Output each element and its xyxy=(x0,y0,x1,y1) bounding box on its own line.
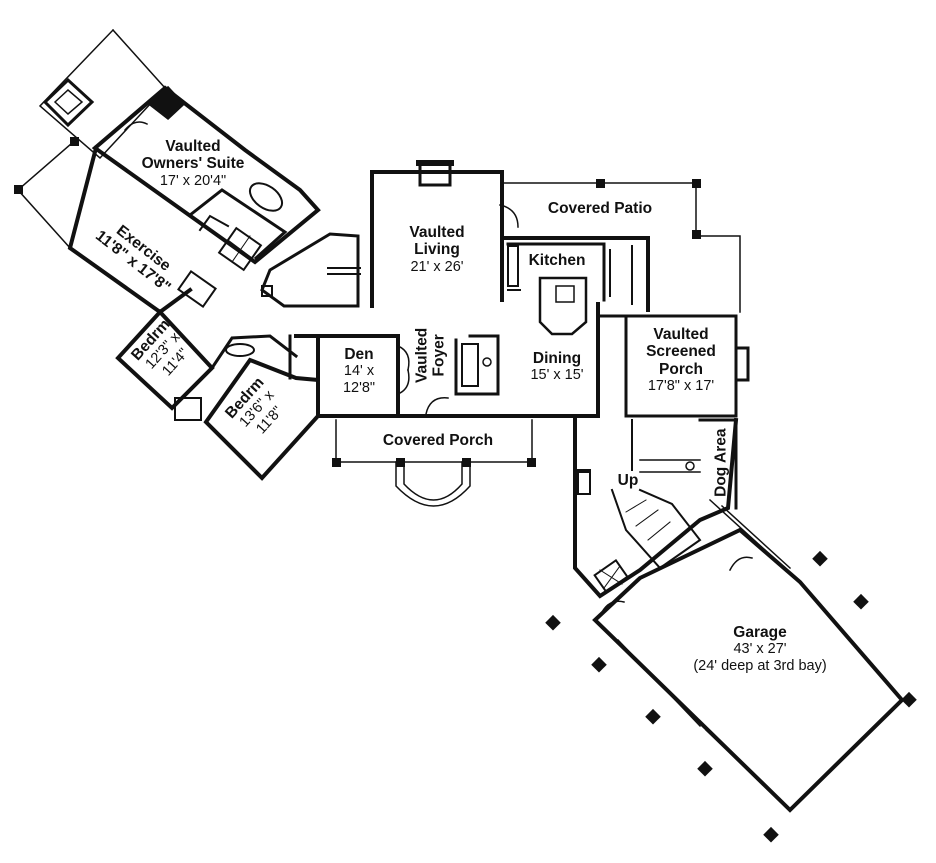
living-label: Vaulted Living 21' x 26' xyxy=(382,224,492,275)
dining-walls xyxy=(573,302,600,418)
screened-porch-line1: Vaulted xyxy=(653,326,709,343)
garage xyxy=(545,498,917,843)
garage-name: Garage xyxy=(733,624,787,641)
covered-patio xyxy=(501,179,741,313)
den-dims-a: 14' x xyxy=(343,363,375,380)
suite-bath xyxy=(187,182,288,297)
dog-area-label: Dog Area xyxy=(712,418,729,508)
covered-patio-label: Covered Patio xyxy=(520,200,680,217)
screened-porch-line3: Porch xyxy=(659,360,703,378)
suite-closet xyxy=(260,232,360,308)
owners-suite-label: Vaulted Owners' Suite 17' x 20'4" xyxy=(118,138,268,189)
owners-suite-wing xyxy=(38,28,361,308)
laundry xyxy=(593,558,629,594)
hot-tub xyxy=(42,77,95,128)
foyer-label: Vaulted Foyer xyxy=(414,316,449,394)
den-name: Den xyxy=(344,346,374,363)
den-label: Den 14' x 12'8" xyxy=(322,346,396,396)
stairs-outline xyxy=(610,488,702,570)
bedroom-1-walls xyxy=(115,309,215,421)
exercise-room xyxy=(14,137,193,315)
covered-porch-label: Covered Porch xyxy=(350,432,526,449)
owners-suite-dims: 17' x 20'4" xyxy=(159,172,227,189)
living-line2: Living xyxy=(414,241,460,259)
living-dims: 21' x 26' xyxy=(410,258,464,275)
service-wing xyxy=(573,414,739,599)
foyer-line2: Foyer xyxy=(431,334,448,377)
garage-note: (24' deep at 3rd bay) xyxy=(693,657,827,674)
garage-dims: 43' x 27' xyxy=(733,641,787,658)
den-walls xyxy=(294,334,410,418)
kitchen-island xyxy=(538,276,588,336)
suite-fireplace xyxy=(147,85,186,120)
dog-area-walls xyxy=(698,418,738,510)
foyer-line1: Vaulted xyxy=(413,327,431,383)
den-dims-b: 12'8" xyxy=(342,379,376,396)
covered-patio-name: Covered Patio xyxy=(547,200,653,217)
kitchen-walls xyxy=(500,236,650,336)
kitchen-label: Kitchen xyxy=(512,252,602,269)
owners-suite-line1: Vaulted xyxy=(165,138,221,155)
screened-porch-label: Vaulted Screened Porch 17'8" x 17' xyxy=(626,326,736,394)
stairs-up: Up xyxy=(617,472,639,489)
screened-porch-line2: Screened xyxy=(646,343,716,361)
dining-dims: 15' x 15' xyxy=(530,367,584,384)
screened-porch-dims: 17'8" x 17' xyxy=(647,378,715,395)
covered-porch xyxy=(332,419,536,507)
living-line1: Vaulted xyxy=(409,224,465,241)
foyer-walls xyxy=(396,334,577,418)
screened-porch xyxy=(598,314,750,418)
dining-label: Dining 15' x 15' xyxy=(512,350,602,384)
covered-porch-name: Covered Porch xyxy=(382,432,494,449)
owners-suite-line2: Owners' Suite xyxy=(141,155,245,173)
kitchen-name: Kitchen xyxy=(528,252,586,269)
stairs-label: Up xyxy=(608,472,648,489)
dining-name: Dining xyxy=(532,350,582,367)
bedroom-bath xyxy=(177,269,299,380)
front-steps xyxy=(395,461,471,507)
dog-area-name: Dog Area xyxy=(712,428,730,497)
garage-label: Garage 43' x 27' (24' deep at 3rd bay) xyxy=(660,624,860,674)
